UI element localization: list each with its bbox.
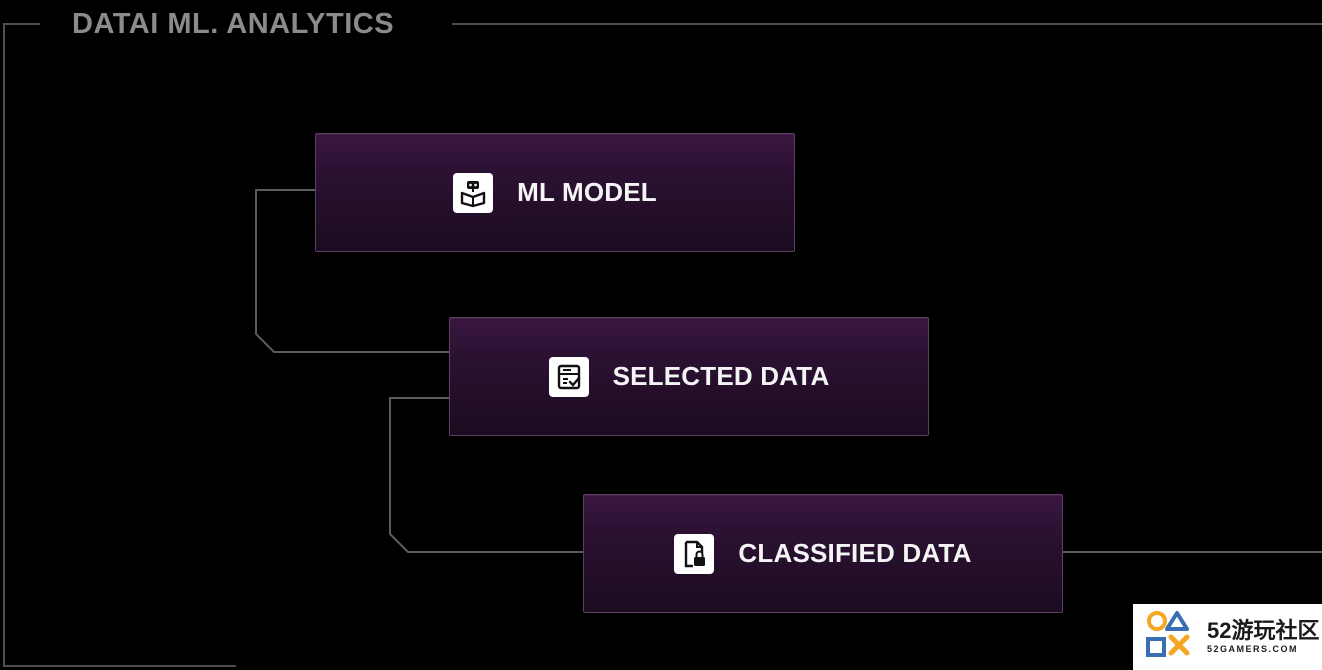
outer-frame-line	[3, 23, 236, 667]
checklist-server-icon	[548, 356, 589, 397]
diagram-title: DATAI ML. ANALYTICS	[72, 8, 395, 40]
node-classified-data: CLASSIFIED DATA	[583, 494, 1063, 613]
locked-file-icon	[674, 533, 715, 574]
game-controller-buttons-icon	[1143, 607, 1199, 668]
node-label: SELECTED DATA	[612, 361, 830, 391]
watermark-badge: 52游玩社区 52GAMERS.COM	[1133, 604, 1322, 670]
node-label: ML MODEL	[517, 177, 657, 207]
watermark-sub-text: 52GAMERS.COM	[1207, 644, 1299, 654]
node-selected-data: SELECTED DATA	[449, 317, 929, 436]
node-ml-model: ML MODEL	[315, 133, 795, 252]
robot-book-icon	[453, 172, 494, 213]
connector-ml-model-to-selected-data	[255, 189, 449, 353]
connector-selected-to-classified-data	[389, 397, 583, 553]
watermark-main-text: 52游玩社区	[1207, 618, 1320, 643]
node-label: CLASSIFIED DATA	[738, 538, 972, 568]
